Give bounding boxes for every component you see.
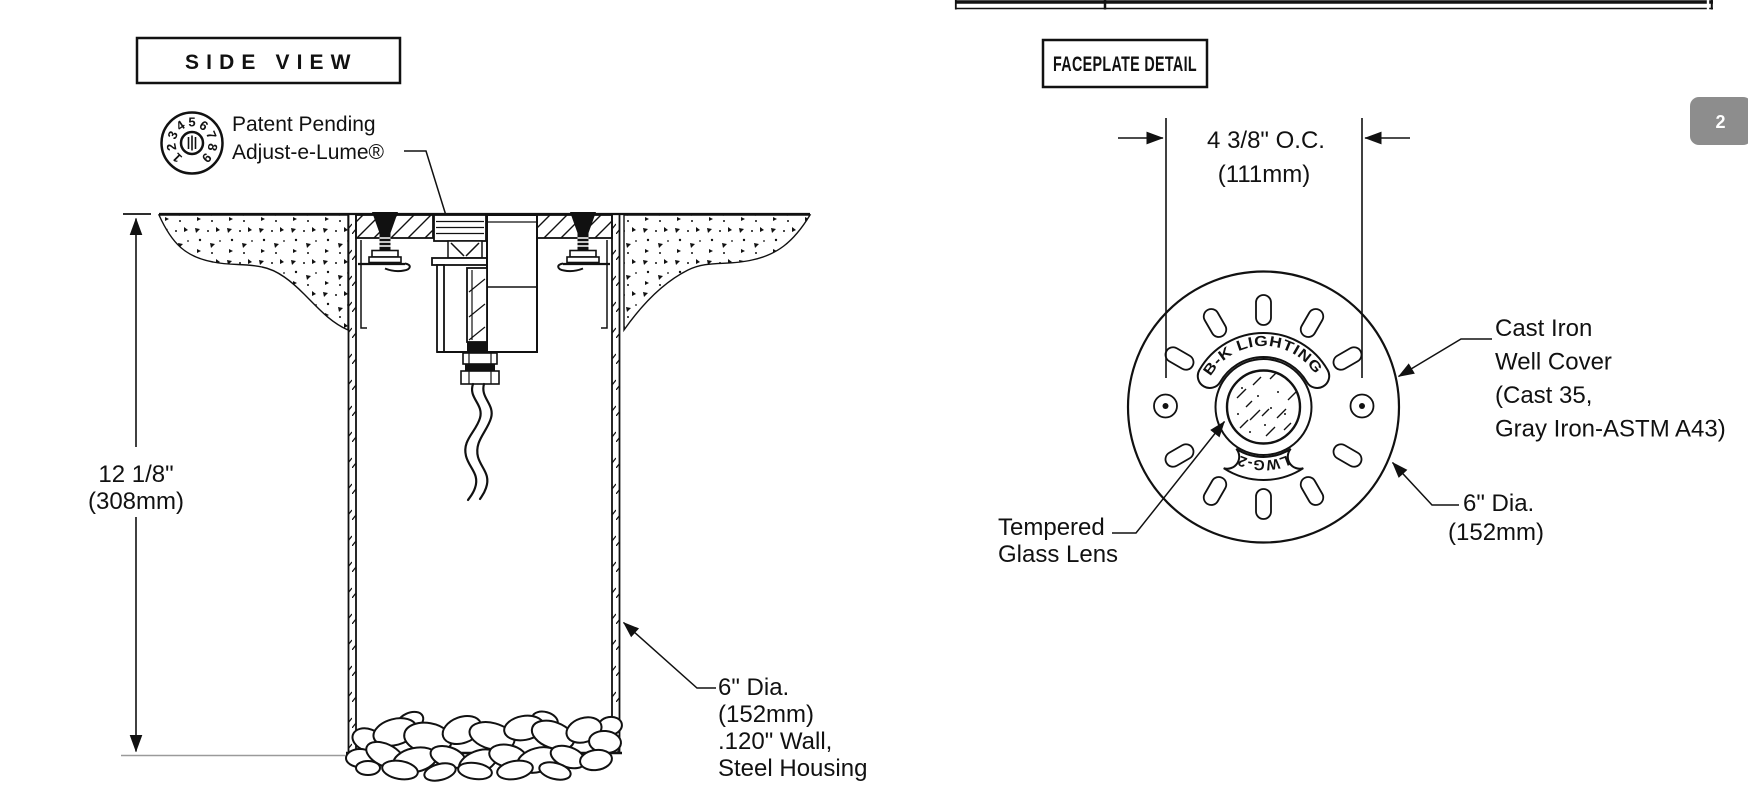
side-view-drawing: SIDE VIEW 1 2 3 4 5 6 7 8 9 Patent Pendi… bbox=[88, 36, 867, 782]
faceplate-drawing: FACEPLATE DETAIL B-K LIGHTING LWG-2 bbox=[998, 38, 1726, 568]
svg-text:(152mm): (152mm) bbox=[1448, 519, 1544, 546]
svg-text:LWG-2: LWG-2 bbox=[1236, 452, 1292, 473]
patent-label-line1: Patent Pending bbox=[232, 113, 376, 136]
model-text: LWG-2 bbox=[1236, 452, 1292, 473]
lead-wire-2 bbox=[476, 382, 493, 501]
adjust-e-lume-dial-icon: 1 2 3 4 5 6 7 8 9 bbox=[160, 111, 224, 175]
svg-text:(152mm): (152mm) bbox=[718, 701, 814, 728]
depth-value-in: 12 1/8" bbox=[98, 461, 173, 488]
svg-text:Cast Iron: Cast Iron bbox=[1495, 315, 1592, 342]
svg-text:Well Cover: Well Cover bbox=[1495, 349, 1612, 376]
svg-text:(Cast 35,: (Cast 35, bbox=[1495, 382, 1592, 409]
ground-fill-left bbox=[157, 214, 349, 332]
oc-dimension: 4 3/8" O.C. (111mm) bbox=[1118, 118, 1410, 378]
cover-slots bbox=[1164, 294, 1363, 520]
faceplate-title: FACEPLATE DETAIL bbox=[1053, 53, 1197, 76]
page-tab-2[interactable]: 2 bbox=[1690, 97, 1748, 145]
patent-leader-line bbox=[404, 150, 456, 244]
side-view-title: SIDE VIEW bbox=[185, 51, 351, 74]
svg-text:Tempered: Tempered bbox=[998, 514, 1105, 541]
cover-plate bbox=[355, 214, 613, 239]
lead-wire-1 bbox=[464, 382, 482, 502]
depth-value-mm: (308mm) bbox=[88, 488, 184, 515]
oc-value-mm: (111mm) bbox=[1218, 161, 1310, 188]
svg-text:Steel Housing: Steel Housing bbox=[718, 755, 867, 782]
lens-label: Tempered Glass Lens bbox=[998, 420, 1226, 568]
faceplate-title-box bbox=[1041, 38, 1209, 89]
tempered-glass-lens bbox=[1214, 358, 1313, 456]
oc-value-in: 4 3/8" O.C. bbox=[1207, 127, 1325, 154]
ground-fill-right bbox=[623, 214, 812, 333]
dial-digit: 2 bbox=[163, 142, 179, 152]
gravel-bed bbox=[345, 710, 623, 782]
cover-diameter-label: 6" Dia. (152mm) bbox=[1391, 461, 1544, 546]
dial-digit: 5 bbox=[188, 115, 195, 130]
housing-label: 6" Dia. (152mm) .120" Wall, Steel Housin… bbox=[622, 621, 867, 782]
side-view-title-box bbox=[135, 36, 402, 85]
model-banner: LWG-2 bbox=[1223, 448, 1304, 482]
depth-dimension: 12 1/8" (308mm) bbox=[88, 213, 345, 757]
svg-text:6" Dia.: 6" Dia. bbox=[1463, 490, 1534, 517]
dial-digit: 8 bbox=[205, 142, 221, 152]
top-table-edge bbox=[954, 0, 1713, 10]
svg-text:Gray Iron-ASTM A43): Gray Iron-ASTM A43) bbox=[1495, 416, 1726, 443]
cover-material-label: Cast Iron Well Cover (Cast 35, Gray Iron… bbox=[1397, 315, 1726, 443]
svg-text:Glass Lens: Glass Lens bbox=[998, 541, 1118, 568]
mounting-holes bbox=[1153, 393, 1375, 419]
page-tab-label: 2 bbox=[1715, 112, 1725, 132]
svg-text:.120" Wall,: .120" Wall, bbox=[718, 728, 832, 755]
patent-label-line2: Adjust-e-Lume® bbox=[232, 141, 385, 164]
svg-text:6" Dia.: 6" Dia. bbox=[718, 674, 789, 701]
lamp-assembly bbox=[431, 214, 538, 502]
